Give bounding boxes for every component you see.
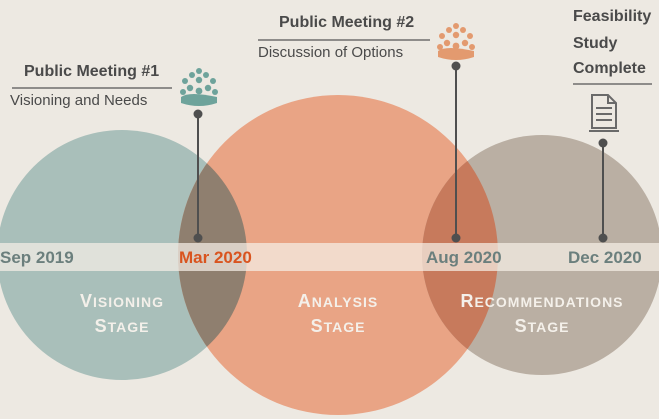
stage-3-cap-1: R bbox=[460, 291, 475, 311]
date-label-1: Sep 2019 bbox=[0, 248, 74, 267]
people-group-icon bbox=[180, 68, 218, 106]
marker-dot-bottom-1 bbox=[193, 233, 203, 243]
date-label-3: Aug 2020 bbox=[426, 248, 502, 267]
document-icon bbox=[589, 94, 619, 132]
people-group-icon bbox=[437, 23, 475, 60]
date-label-2: Mar 2020 bbox=[179, 248, 252, 267]
stage-3-rest-2: TAGE bbox=[527, 319, 570, 335]
marker-dot-top-3 bbox=[598, 138, 608, 148]
marker-dot-top-2 bbox=[451, 61, 461, 71]
stage-1-rest-1: ISIONING bbox=[93, 294, 165, 310]
analysis-stage-label: ANALYSIS STAGE bbox=[278, 289, 398, 339]
recommendations-stage-label: RECOMMENDATIONS STAGE bbox=[432, 289, 652, 339]
marker-dot-bottom-3 bbox=[598, 233, 608, 243]
milestone-2-title: Public Meeting #2 bbox=[279, 14, 415, 31]
stage-1-cap-2: S bbox=[94, 316, 108, 336]
milestone-3-line-1: Feasibility bbox=[573, 8, 652, 25]
marker-dot-top-1 bbox=[193, 109, 203, 119]
stage-2-cap-2: S bbox=[310, 316, 324, 336]
stage-2-rest-2: TAGE bbox=[323, 319, 366, 335]
timeline-band bbox=[0, 243, 659, 271]
stage-2-cap-1: A bbox=[297, 291, 312, 311]
marker-dot-bottom-2 bbox=[451, 233, 461, 243]
milestone-1-subtitle: Visioning and Needs bbox=[10, 92, 148, 109]
milestone-2-subtitle: Discussion of Options bbox=[258, 44, 404, 61]
stage-2-rest-1: NALYSIS bbox=[311, 294, 379, 310]
stage-1-rest-2: TAGE bbox=[107, 319, 150, 335]
date-label-4: Dec 2020 bbox=[568, 248, 642, 267]
milestone-1-title: Public Meeting #1 bbox=[24, 63, 160, 80]
stage-1-cap-1: V bbox=[79, 291, 93, 311]
stage-3-cap-2: S bbox=[514, 316, 528, 336]
milestone-3-line-3: Complete bbox=[573, 60, 646, 77]
visioning-stage-label: VISIONING STAGE bbox=[62, 289, 182, 339]
milestone-3-line-2: Study bbox=[573, 35, 618, 52]
stage-3-rest-1: ECOMMENDATIONS bbox=[474, 294, 624, 310]
